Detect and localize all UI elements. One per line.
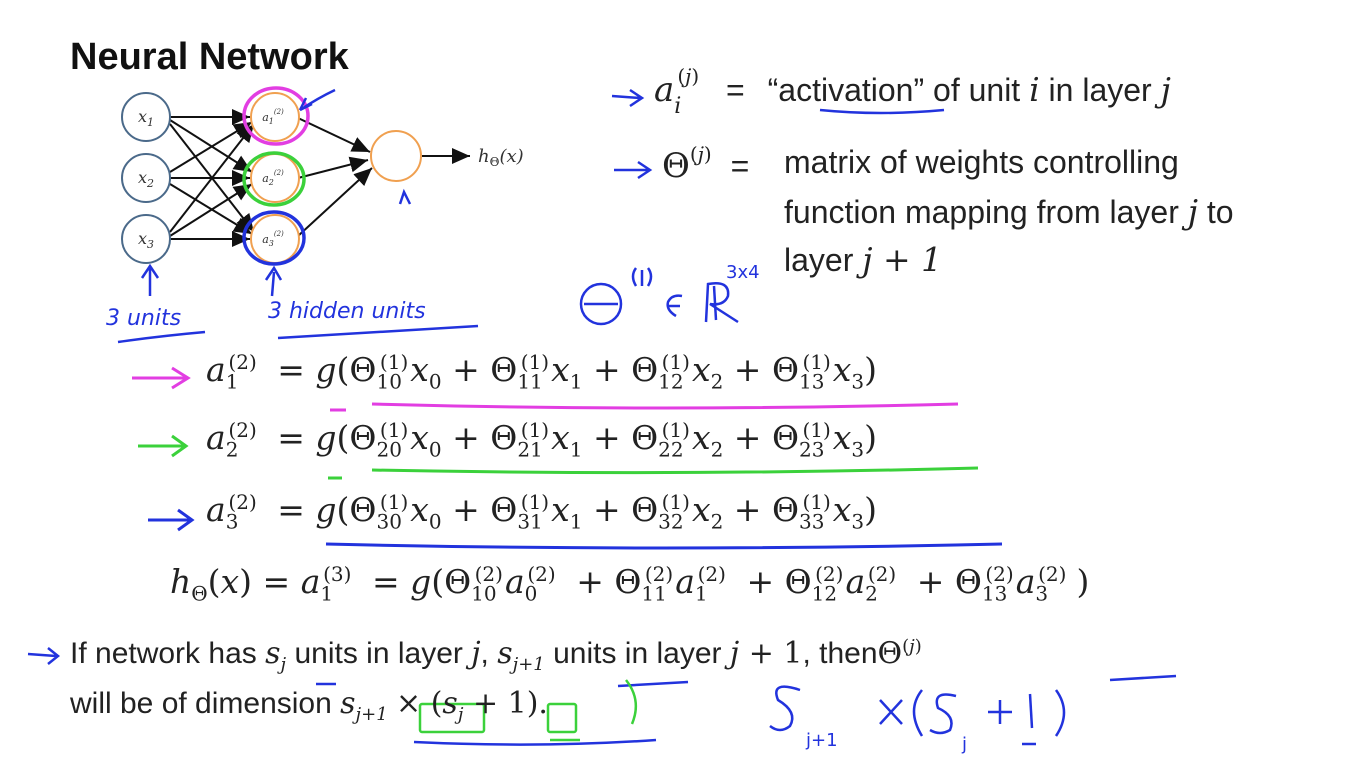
input-node-x2 <box>121 153 171 203</box>
hidden-nodes <box>250 92 300 264</box>
input-node-x3 <box>121 214 171 264</box>
slide-title: Neural Network <box>70 36 349 78</box>
theta-definition: Θ(j) = <box>662 142 750 186</box>
equation-a1: a1(2) = g(Θ10(1)x0 + Θ11(1)x1 + Θ12(1)x2… <box>206 350 878 394</box>
output-node <box>370 130 422 182</box>
dimension-rule-line-2: will be of dimension sj+1 × (sj + 1). <box>70 686 548 725</box>
dimension-rule-line-1: If network has sj units in layer j, sj+1… <box>70 636 922 675</box>
svg-text:3x4: 3x4 <box>726 262 760 283</box>
input-node-x1 <box>121 92 171 142</box>
equation-a3: a3(2) = g(Θ30(1)x0 + Θ31(1)x1 + Θ32(1)x2… <box>206 490 878 534</box>
hidden-node-a3 <box>250 214 300 264</box>
hidden-node-a2 <box>250 153 300 203</box>
svg-text:3 hidden units: 3 hidden units <box>268 299 426 324</box>
theta-def-line-3: layer j + 1 <box>784 240 943 279</box>
hidden-node-a1 <box>250 92 300 142</box>
svg-text:j: j <box>961 734 967 755</box>
svg-text:j+1: j+1 <box>805 730 838 751</box>
equation-hypothesis: hΘ(x) = a1(3) = g(Θ10(2)a0(2) + Θ11(2)a1… <box>170 562 1090 606</box>
svg-text:3 units: 3 units <box>106 306 181 331</box>
input-nodes <box>121 92 171 264</box>
theta-def-line-1: matrix of weights controlling <box>784 144 1179 180</box>
svg-text:hΘ(x): hΘ(x) <box>478 146 524 169</box>
equation-a2: a2(2) = g(Θ20(1)x0 + Θ21(1)x1 + Θ22(1)x2… <box>206 418 878 462</box>
diagram-edges <box>169 109 470 247</box>
theta-def-line-2: function mapping from layer j to <box>784 192 1234 231</box>
activation-definition: ai(j) = “activation” of unit i in layer … <box>654 64 1171 119</box>
